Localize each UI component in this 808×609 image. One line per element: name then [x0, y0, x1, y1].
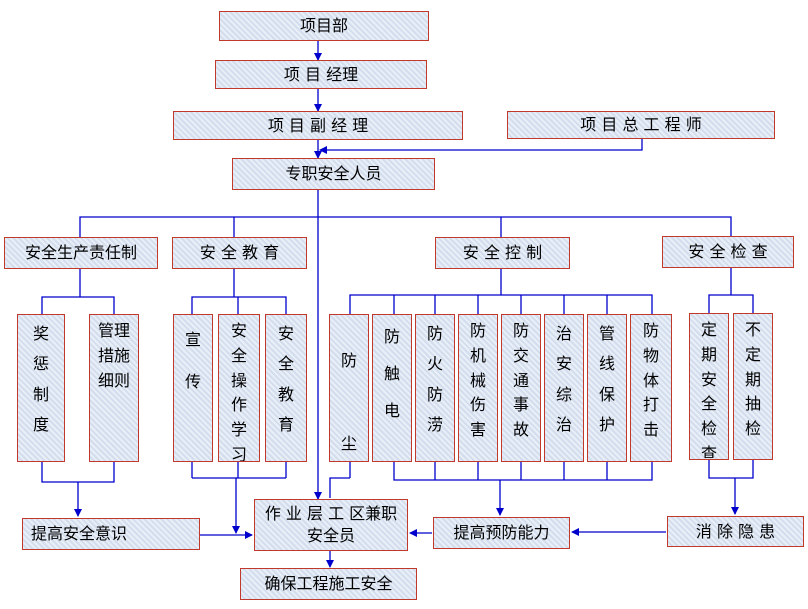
node-worker-safety-officer: 作 业 层 工 区兼职安全员 [254, 499, 408, 551]
node-traffic-prevention-label: 防交通事故 [512, 321, 529, 440]
node-fire-flood-prevention-label: 防火防涝 [426, 324, 443, 435]
node-public-security-label: 治安综治 [555, 324, 572, 435]
node-raise-prevention: 提高预防能力 [433, 517, 570, 549]
node-falling-object-prevention-label: 防物体打击 [642, 321, 659, 440]
node-electric-prevention-label: 防触电 [383, 327, 400, 420]
node-eliminate-hazards: 消 除 隐 患 [667, 516, 804, 547]
node-public-security: 治安综治 [544, 314, 584, 462]
node-project-dept: 项目部 [219, 11, 429, 41]
node-reward-punish: 奖惩制度 [17, 314, 65, 462]
node-irregular-inspection-label: 不定期抽检 [744, 320, 761, 439]
node-operation-study: 安全操作学习 [218, 314, 260, 462]
node-machinery-prevention-label: 防机械伤害 [469, 321, 486, 440]
node-management-rules: 管理措施细则 [89, 314, 139, 462]
node-ensure-safety: 确保工程施工安全 [240, 568, 417, 600]
node-responsibility-system: 安全生产责任制 [4, 237, 158, 269]
node-management-rules-label: 管理措施细则 [97, 321, 130, 390]
node-safety-inspection: 安 全 检 查 [662, 236, 794, 268]
node-machinery-prevention: 防机械伤害 [458, 314, 498, 462]
node-project-manager: 项 目 经理 [215, 60, 427, 89]
node-pipeline-protection-label: 管线保护 [598, 324, 615, 435]
node-safety-edu-item: 安全教育 [265, 314, 307, 462]
node-publicity-label: 宣传 [184, 330, 201, 391]
node-dust-prevention-label: 防尘 [340, 351, 357, 454]
node-publicity: 宣传 [173, 314, 213, 462]
node-safety-control: 安 全 控 制 [435, 237, 570, 269]
node-safety-edu-item-label: 安全教育 [277, 324, 294, 435]
node-dust-prevention: 防尘 [329, 314, 369, 462]
node-safety-officer: 专职安全人员 [232, 158, 435, 190]
node-regular-inspection: 定期安全检查 [689, 313, 729, 460]
node-fire-flood-prevention: 防火防涝 [415, 314, 455, 462]
node-deputy-manager: 项 目 副 经 理 [173, 111, 463, 140]
node-traffic-prevention: 防交通事故 [501, 314, 541, 462]
node-irregular-inspection: 不定期抽检 [733, 313, 773, 460]
node-reward-punish-label: 奖惩制度 [32, 324, 49, 435]
node-safety-education: 安 全 教 育 [172, 237, 307, 269]
node-chief-engineer: 项 目 总 工 程 师 [507, 111, 775, 139]
node-operation-study-label: 安全操作学习 [230, 321, 247, 462]
node-raise-awareness: 提高安全意识 [22, 518, 200, 550]
node-pipeline-protection: 管线保护 [587, 314, 627, 462]
node-regular-inspection-label: 定期安全检查 [700, 320, 717, 460]
node-falling-object-prevention: 防物体打击 [630, 314, 672, 462]
node-electric-prevention: 防触电 [372, 314, 412, 462]
